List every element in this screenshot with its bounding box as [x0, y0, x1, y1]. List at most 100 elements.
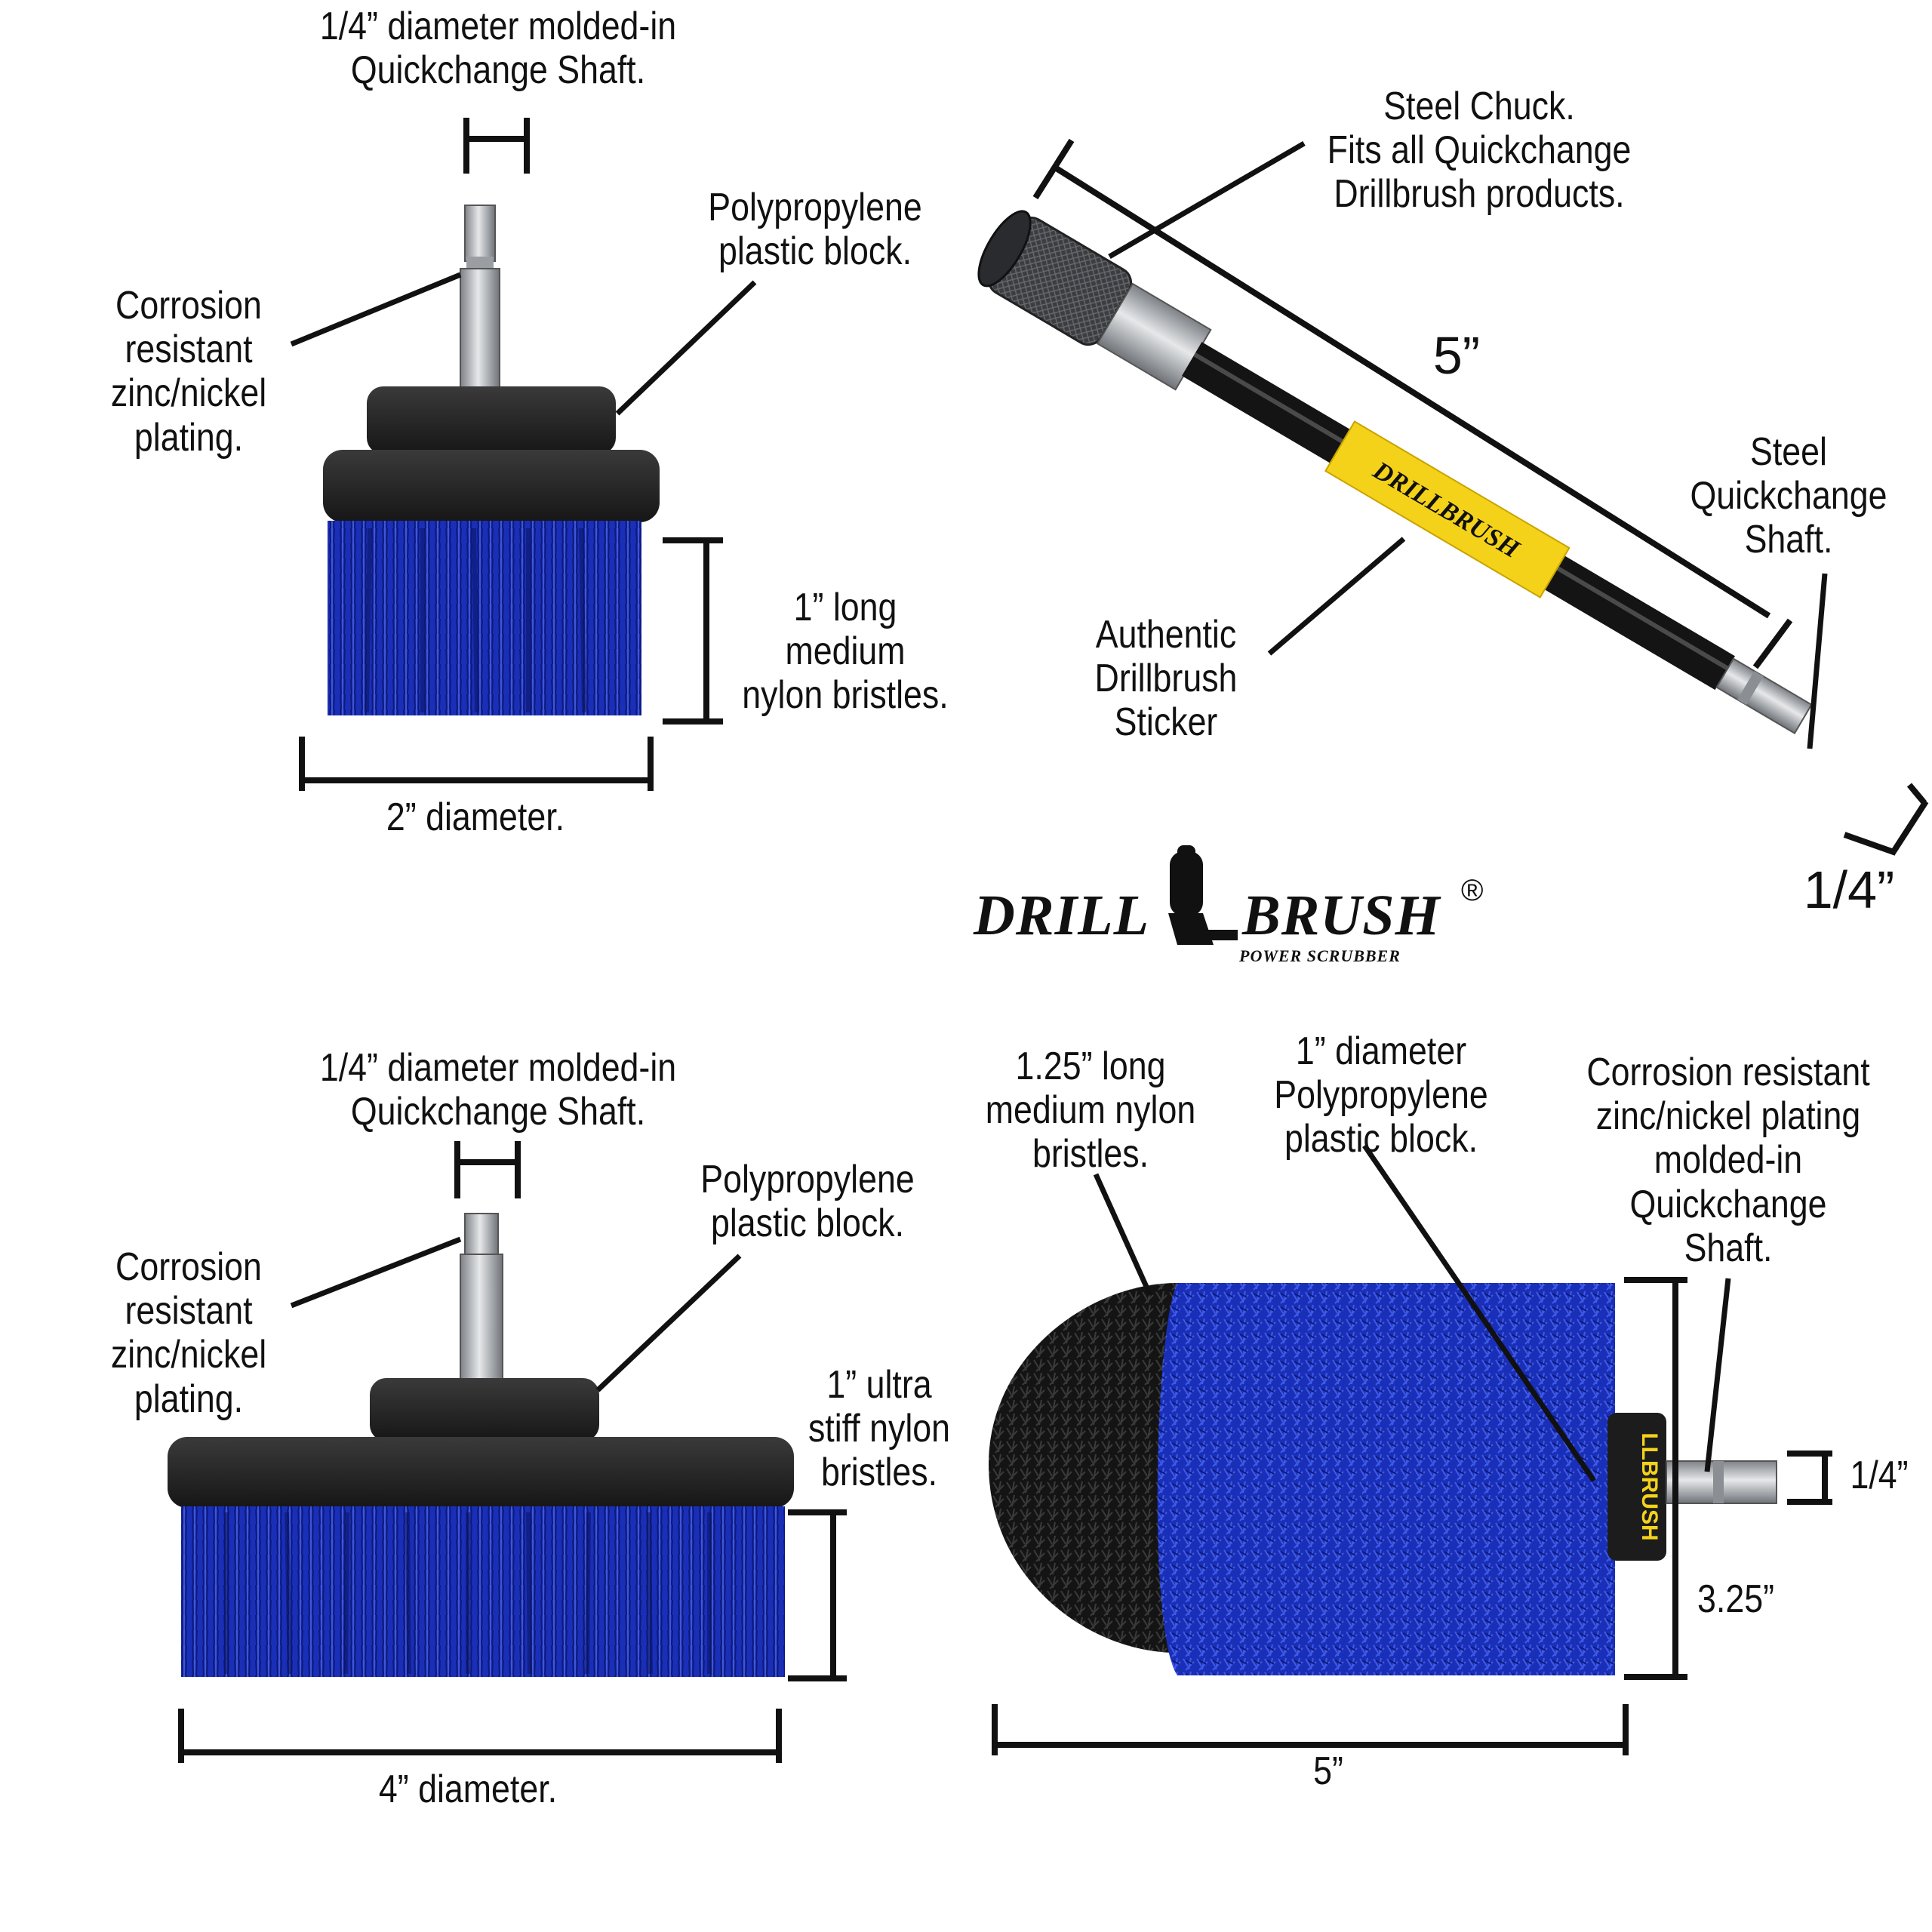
brush3-block-label: 1” diameter Polypropylene plastic block.	[1264, 1029, 1498, 1161]
leader-block	[595, 1254, 742, 1392]
leader-plating	[290, 1236, 462, 1309]
text-line: 1” ultra	[826, 1363, 932, 1407]
text-line: Drillbrush products.	[1334, 172, 1625, 217]
text-line: resistant	[125, 1289, 253, 1334]
text-line: resistant	[125, 328, 253, 372]
logo-word-drill: DRILL	[974, 884, 1149, 947]
text-line: Polypropylene	[708, 186, 922, 229]
plastic-block-lower	[323, 450, 660, 522]
text-line: Steel Chuck.	[1383, 85, 1575, 128]
text-line: stiff nylon	[808, 1407, 951, 1451]
brush-2in-illustration	[290, 118, 757, 791]
bristles	[328, 521, 641, 715]
text-line: Quickchange Shaft.	[350, 48, 646, 93]
dim-shaft-width	[1787, 1451, 1832, 1505]
dim-height	[1624, 1277, 1687, 1680]
brush3-shaft-label: Corrosion resistant zinc/nickel plating …	[1579, 1051, 1878, 1270]
brush1-bristle-label: 1” long medium nylon bristles.	[728, 586, 962, 718]
text-line: plastic block.	[718, 229, 912, 274]
plastic-block-upper	[370, 1378, 599, 1441]
text-line: Sticker	[1114, 700, 1218, 745]
extension-chuck-label: Steel Chuck. Fits all Quickchange Drillb…	[1310, 85, 1647, 217]
text-line: Shaft.	[1684, 1226, 1773, 1270]
brush3-length-label: 5”	[1313, 1749, 1343, 1793]
logo-word-brush: BRUSH	[1242, 884, 1441, 947]
leader-block	[615, 280, 757, 416]
text-line: zinc/nickel	[110, 1333, 267, 1377]
text-line: bristles.	[820, 1451, 938, 1495]
text-line: Polypropylene	[700, 1158, 915, 1201]
brush3-height-label: 3.25”	[1697, 1577, 1774, 1621]
leader-bristles	[1093, 1173, 1153, 1297]
shaft	[460, 1254, 503, 1383]
leader-plating	[290, 272, 462, 347]
dim-extension-width	[1843, 783, 1929, 856]
brush2-bristle-label: 1” ultra stiff nylon bristles.	[792, 1363, 967, 1495]
brush-4in-illustration	[168, 1141, 847, 1763]
text-line: Quickchange	[1690, 474, 1887, 518]
text-line: 1/4” diameter molded-in	[319, 5, 677, 48]
text-line: 1.25” long	[1015, 1044, 1166, 1088]
logo-registered: ®	[1461, 874, 1484, 907]
text-line: plating.	[134, 1377, 244, 1421]
extension-sticker-label: Authentic Drillbrush Sticker	[1072, 613, 1260, 745]
quickchange-shaft-tip	[1715, 657, 1813, 734]
text-line: molded-in	[1654, 1138, 1803, 1183]
dim-shaft-width	[454, 1141, 521, 1198]
leader-shaft	[1704, 1278, 1731, 1472]
text-line: Polypropylene	[1274, 1073, 1488, 1118]
text-line: Drillbrush	[1094, 657, 1238, 701]
text-line: Quickchange Shaft.	[350, 1090, 646, 1134]
hex-tip	[464, 205, 496, 262]
brush1-plating-label: Corrosion resistant zinc/nickel plating.	[85, 284, 292, 460]
text-line: zinc/nickel	[110, 371, 267, 416]
dim-bristle-length	[788, 1509, 847, 1681]
text-line: 1” diameter	[1295, 1029, 1467, 1073]
text-line: medium nylon	[985, 1088, 1196, 1133]
dim-shaft-width	[463, 118, 530, 174]
brush1-block-label: Polypropylene plastic block.	[678, 186, 951, 273]
leader-sticker	[1267, 537, 1406, 656]
dim-diameter	[299, 737, 654, 791]
brush3-shaft-width-label: 1/4”	[1850, 1454, 1909, 1497]
brush2-block-label: Polypropylene plastic block.	[671, 1158, 943, 1245]
brush2-shaft-label: 1/4” diameter molded-in Quickchange Shaf…	[264, 1046, 731, 1134]
text-line: bristles.	[1032, 1132, 1149, 1177]
text-line: medium	[785, 629, 906, 674]
text-line: plating.	[134, 415, 244, 460]
leader-block	[1362, 1144, 1596, 1482]
leader-chuck	[1108, 140, 1306, 260]
bristles	[181, 1506, 785, 1677]
brush1-shaft-label: 1/4” diameter molded-in Quickchange Shaf…	[264, 5, 731, 92]
text-line: plastic block.	[710, 1201, 905, 1246]
bristle-tip-dark	[989, 1283, 1208, 1653]
text-line: Shaft.	[1744, 518, 1833, 562]
text-line: nylon bristles.	[742, 673, 949, 718]
bristles	[1157, 1283, 1615, 1675]
text-line: plastic block.	[1284, 1117, 1478, 1161]
extension-shaft-label: Steel Quickchange Shaft.	[1684, 430, 1892, 562]
brush-cylinder-illustration: LLBRUSH	[989, 1144, 1832, 1755]
extension-width-label: 1/4”	[1803, 860, 1895, 919]
dim-length	[992, 1704, 1629, 1755]
collar-text: LLBRUSH	[1637, 1432, 1662, 1540]
plastic-block-lower	[168, 1437, 794, 1508]
logo-tagline: POWER SCRUBBER	[1239, 946, 1401, 965]
dim-bristle-length	[663, 537, 723, 724]
logo-drill-icon	[1168, 845, 1238, 945]
brush1-diameter-label: 2” diameter.	[386, 795, 565, 839]
text-line: 1” long	[793, 586, 897, 629]
plastic-block-upper	[367, 386, 616, 454]
text-line: 1/4” diameter molded-in	[319, 1046, 677, 1090]
text-line: Quickchange	[1629, 1182, 1827, 1226]
dim-diameter	[178, 1709, 782, 1763]
text-line: Corrosion	[115, 1245, 262, 1289]
brush3-bristle-label: 1.25” long medium nylon bristles.	[977, 1044, 1204, 1177]
leader-shaft	[1807, 573, 1828, 749]
brush2-diameter-label: 4” diameter.	[378, 1767, 558, 1811]
shaft	[460, 268, 500, 390]
text-line: Fits all Quickchange	[1327, 128, 1632, 173]
brush2-plating-label: Corrosion resistant zinc/nickel plating.	[85, 1245, 292, 1421]
dim-extension-length	[1032, 138, 1793, 669]
